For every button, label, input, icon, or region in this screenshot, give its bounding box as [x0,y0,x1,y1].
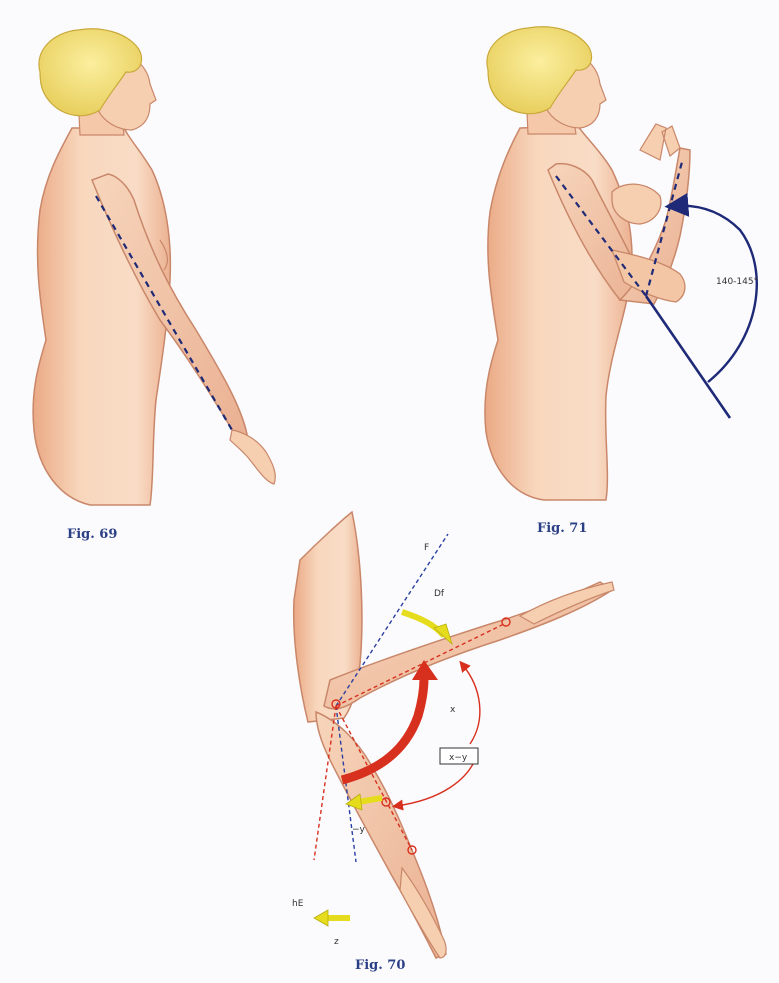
figure-70: F Df x x−y −y hE z [292,512,614,958]
fig70-yellow-arrow-minus-y [358,798,382,802]
fig70-label-x-minus-y: x−y [449,753,468,763]
fig70-label-hE: hE [292,899,304,909]
figure-69 [33,29,275,505]
fig71-reference-line [646,296,730,418]
fig70-label-minus-y: −y [352,825,366,835]
fig71-raised-hand [640,124,680,160]
fig70-label-Df: Df [434,589,445,599]
fig70-angle-x-arc [462,664,480,744]
fig69-caption: Fig. 69 [67,527,117,542]
fig69-hand [230,430,275,484]
fig70-label-x: x [450,705,456,715]
fig70-label-F: F [424,543,429,553]
fig70-yellow-arrow-Df [402,612,444,636]
fig70-label-z: z [334,937,339,947]
fig70-horizontal-hand [520,582,614,624]
fig71-caption: Fig. 71 [537,521,587,536]
figure-71: 140-145° [485,27,758,500]
fig70-caption: Fig. 70 [355,958,405,973]
fig71-angle-label: 140-145° [716,277,758,287]
